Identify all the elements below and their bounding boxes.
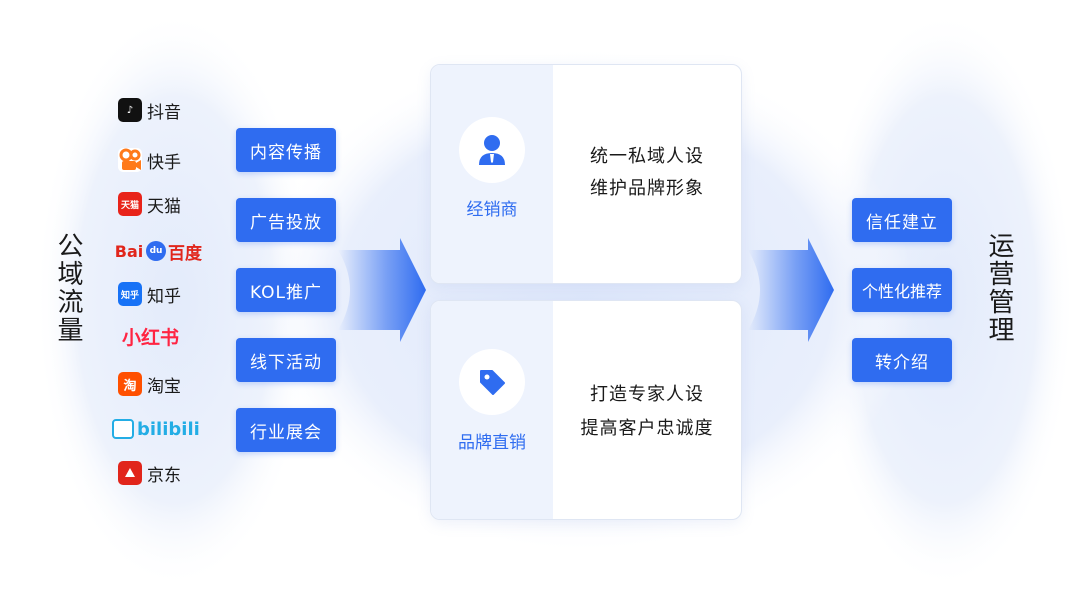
zhihu-icon: 知乎 — [118, 282, 142, 306]
platform-label: 天猫 — [147, 196, 181, 217]
douyin-icon: ♪ — [118, 98, 142, 122]
jd-icon — [118, 461, 142, 485]
platform-bilibili: bilibili — [112, 414, 200, 444]
card-dealer: 经销商 统一私域人设 维护品牌形象 — [430, 64, 742, 284]
platform-jd: 京东 — [118, 458, 181, 488]
platform-douyin: ♪ 抖音 — [118, 95, 181, 125]
card-direct-sales-line-1: 打造专家人设 — [590, 384, 704, 405]
tag-industry-expo: 行业展会 — [236, 408, 336, 452]
bilibili-icon — [112, 419, 134, 439]
user-icon — [459, 117, 525, 183]
platform-label: 抖音 — [147, 102, 181, 123]
tag-content-spread: 内容传播 — [236, 128, 336, 172]
left-title: 公域流量 — [51, 232, 85, 344]
kuaishou-icon — [118, 148, 142, 172]
tag-trust-building: 信任建立 — [852, 198, 952, 242]
card-direct-sales-line-2: 提高客户忠诚度 — [580, 418, 714, 439]
tag-ad-placement: 广告投放 — [236, 198, 336, 242]
right-title-text: 运营管理 — [984, 232, 1014, 344]
tag-referral: 转介绍 — [852, 338, 952, 382]
taobao-icon: 淘 — [118, 372, 142, 396]
tag-icon — [459, 349, 525, 415]
arrow-left-to-center — [338, 238, 426, 342]
tag-offline-events: 线下活动 — [236, 338, 336, 382]
card-dealer-line-1: 统一私域人设 — [590, 146, 704, 167]
tag-personalized-recommendation: 个性化推荐 — [852, 268, 952, 312]
baidu-paw-icon: du — [146, 241, 166, 261]
platform-tmall: 天猫 天猫 — [118, 189, 181, 219]
left-title-text: 公域流量 — [53, 232, 83, 344]
platform-label: 淘宝 — [147, 376, 181, 397]
baidu-icon: Bai — [114, 241, 144, 261]
platform-label: 知乎 — [147, 286, 181, 307]
card-dealer-role: 经销商 — [466, 200, 518, 220]
platform-label: 京东 — [147, 465, 181, 486]
platform-zhihu: 知乎 知乎 — [118, 279, 181, 309]
platform-baidu: Bai du 百度 — [112, 236, 202, 266]
card-dealer-line-2: 维护品牌形象 — [590, 178, 704, 199]
arrow-center-to-right — [748, 238, 834, 342]
platform-taobao: 淘 淘宝 — [118, 369, 181, 399]
platform-label: 小红书 — [122, 326, 180, 349]
platform-label: bilibili — [137, 418, 200, 440]
card-direct-sales-role: 品牌直销 — [458, 433, 526, 453]
card-direct-sales: 品牌直销 打造专家人设 提高客户忠诚度 — [430, 300, 742, 520]
right-title: 运营管理 — [982, 232, 1016, 344]
tag-kol-promotion: KOL推广 — [236, 268, 336, 312]
platform-kuaishou: 快手 — [118, 145, 181, 175]
platform-xiaohongshu: 小红书 — [122, 321, 179, 351]
platform-label: 快手 — [147, 152, 181, 173]
tmall-icon: 天猫 — [118, 192, 142, 216]
platform-label: 百度 — [168, 243, 202, 264]
